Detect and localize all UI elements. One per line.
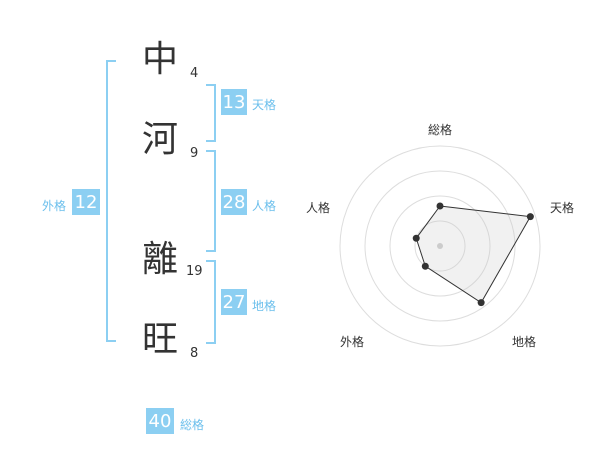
- chikaku-bracket: [206, 260, 216, 344]
- chikaku-value: 27: [221, 289, 247, 315]
- jinkaku-value: 28: [221, 189, 247, 215]
- stroke-count-1: 4: [190, 66, 199, 81]
- radar-point-1: [526, 213, 534, 221]
- radar-label-jinkaku: 人格: [306, 200, 330, 215]
- radar-ring: [339, 145, 541, 347]
- name-char-4: 旺: [142, 319, 179, 360]
- radar-point-2: [477, 299, 485, 307]
- tenkaku-label: 天格: [252, 98, 277, 112]
- radar-label-chikaku: 地格: [512, 334, 536, 349]
- stroke-count-3: 19: [186, 264, 203, 279]
- radar-center-dot: [437, 243, 443, 249]
- tenkaku-bracket: [206, 84, 216, 142]
- radar-label-gaikaku: 外格: [340, 334, 364, 349]
- radar-polygon: [415, 205, 532, 304]
- name-char-3: 離: [142, 239, 179, 280]
- name-char-1: 中: [142, 39, 179, 80]
- soukaku-label: 総格: [180, 418, 205, 432]
- radar-label-soukaku: 総格: [428, 122, 452, 137]
- chikaku-label: 地格: [252, 299, 277, 313]
- gaikaku-value: 12: [72, 189, 100, 215]
- stroke-count-4: 8: [190, 346, 199, 361]
- radar-ring: [364, 170, 516, 322]
- jinkaku-bracket: [206, 150, 216, 252]
- radar-label-tenkaku: 天格: [550, 200, 574, 215]
- radar-point-4: [412, 234, 420, 242]
- tenkaku-value: 13: [221, 89, 247, 115]
- soukaku-value: 40: [146, 408, 174, 434]
- stroke-count-2: 9: [190, 146, 199, 161]
- radar-ring: [389, 195, 491, 297]
- radar-point-0: [436, 202, 444, 210]
- gaikaku-bracket: [106, 60, 116, 342]
- radar-ring: [414, 220, 466, 272]
- radar-point-3: [421, 262, 429, 270]
- gaikaku-label: 外格: [42, 199, 67, 213]
- name-char-2: 河: [142, 119, 179, 160]
- jinkaku-label: 人格: [252, 199, 277, 213]
